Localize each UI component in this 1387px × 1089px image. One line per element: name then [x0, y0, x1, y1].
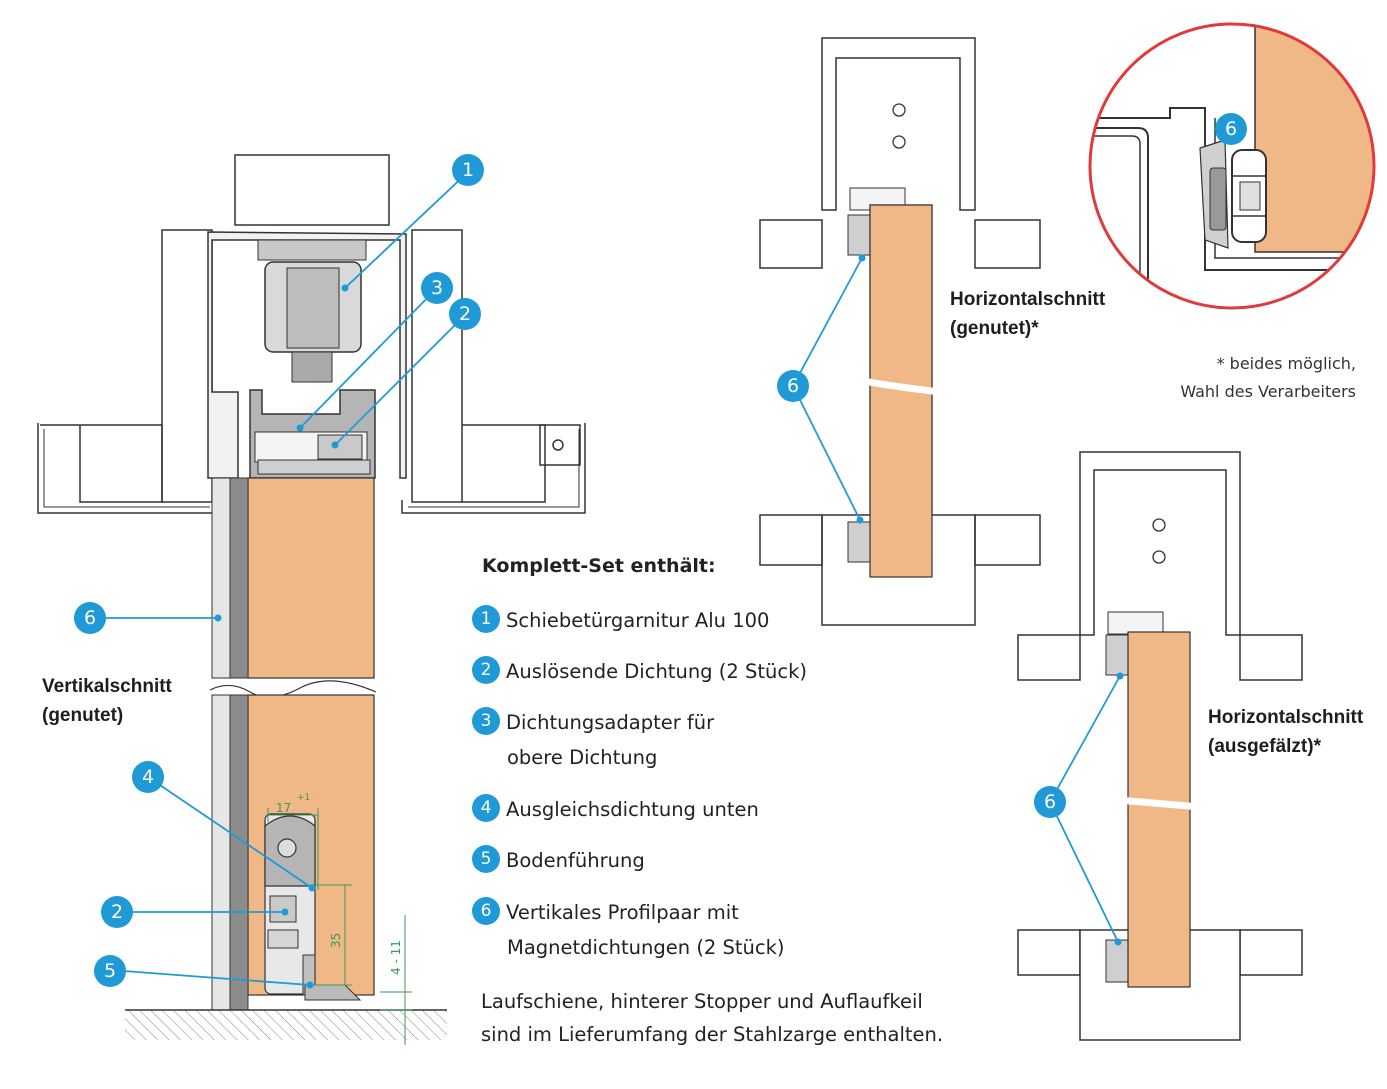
callout-2-bottom: 2 — [101, 896, 133, 928]
legend-label-6b: Magnetdichtungen (2 Stück) — [507, 936, 785, 959]
detail-magnifier — [1088, 22, 1376, 310]
note: * beides möglich, Wahl des Verarbeiters — [1180, 350, 1356, 406]
horizontal-section-genutet — [759, 37, 1041, 626]
callout-2: 2 — [449, 298, 481, 330]
floor — [125, 1010, 447, 1040]
legend-item-6: 6 Vertikales Profilpaar mit Magnetdichtun… — [472, 894, 785, 965]
callout-6-horiz-genutet: 6 — [777, 370, 809, 402]
screw-hole-icon — [552, 439, 564, 451]
callout-6-horiz-ausgefaelzt: 6 — [1034, 786, 1066, 818]
dimension-lines — [267, 808, 412, 1045]
legend-label-1: Schiebetürgarnitur Alu 100 — [506, 609, 770, 632]
caption-vertical-line1: Vertikalschnitt — [42, 676, 172, 697]
horizontal-section-ausgefaelzt — [1017, 451, 1303, 1041]
legend-item-2: 2 Auslösende Dichtung (2 Stück) — [472, 653, 807, 689]
legend-number-5: 5 — [472, 844, 500, 873]
vertical-section: 17 +1 35 4 - 11 — [37, 154, 586, 1045]
callout-6-detail: 6 — [1215, 113, 1247, 145]
door-leaf-horizontal-2 — [1127, 631, 1191, 988]
legend-label-3b: obere Dichtung — [507, 746, 658, 769]
caption-horiz-ausgefaelzt: Horizontalschnitt (ausgefälzt)* — [1208, 703, 1363, 761]
legend-item-3: 3 Dichtungsadapter für obere Dichtung — [472, 704, 714, 775]
caption-vertical-line2: (genutet) — [42, 705, 124, 726]
caption-horiz-genutet: Horizontalschnitt (genutet)* — [950, 285, 1105, 343]
dim-gap: 4 - 11 — [389, 940, 403, 975]
dim-width: 17 — [276, 801, 291, 815]
legend-item-1: 1 Schiebetürgarnitur Alu 100 — [472, 602, 769, 638]
legend-number-1: 1 — [472, 604, 500, 633]
legend-footer: Laufschiene, hinterer Stopper und Auflau… — [481, 985, 943, 1051]
caption-horiz-ausgefaelzt-line2: (ausgefälzt)* — [1208, 736, 1321, 757]
door-leaf — [247, 477, 375, 679]
legend-number-4: 4 — [472, 793, 500, 822]
caption-horiz-genutet-line1: Horizontalschnitt — [950, 289, 1106, 310]
footer-line1: Laufschiene, hinterer Stopper und Auflau… — [481, 990, 923, 1013]
caption-horiz-ausgefaelzt-line1: Horizontalschnitt — [1208, 707, 1364, 728]
callout-5: 5 — [94, 955, 126, 987]
leader-lines-vertical — [90, 171, 469, 986]
callout-1: 1 — [452, 154, 484, 186]
note-line1: * beides möglich, — [1216, 354, 1356, 373]
legend-label-5: Bodenführung — [506, 849, 645, 872]
legend-number-3: 3 — [472, 706, 500, 735]
legend-label-4: Ausgleichsdichtung unten — [506, 798, 759, 821]
caption-horiz-genutet-line2: (genutet)* — [950, 318, 1039, 339]
footer-line2: sind im Lieferumfang der Stahlzarge enth… — [481, 1023, 944, 1046]
legend-label-6: Vertikales Profilpaar mit — [506, 901, 739, 924]
legend-item-4: 4 Ausgleichsdichtung unten — [472, 791, 759, 827]
dim-tolerance: +1 — [297, 793, 310, 803]
callout-6-vertical: 6 — [74, 602, 106, 634]
top-box — [234, 154, 390, 226]
legend-item-5: 5 Bodenführung — [472, 842, 645, 878]
legend-number-2: 2 — [472, 655, 500, 684]
legend-label-3: Dichtungsadapter für — [506, 711, 715, 734]
caption-vertical: Vertikalschnitt (genutet) — [42, 672, 172, 730]
dim-height: 35 — [329, 933, 343, 948]
screw-icon — [277, 838, 297, 858]
note-line2: Wahl des Verarbeiters — [1180, 382, 1356, 401]
legend-label-2: Auslösende Dichtung (2 Stück) — [506, 660, 807, 683]
callout-3: 3 — [421, 272, 453, 304]
callout-4: 4 — [132, 761, 164, 793]
legend-heading: Komplett-Set enthält: — [482, 555, 716, 577]
legend-number-6: 6 — [472, 896, 500, 925]
